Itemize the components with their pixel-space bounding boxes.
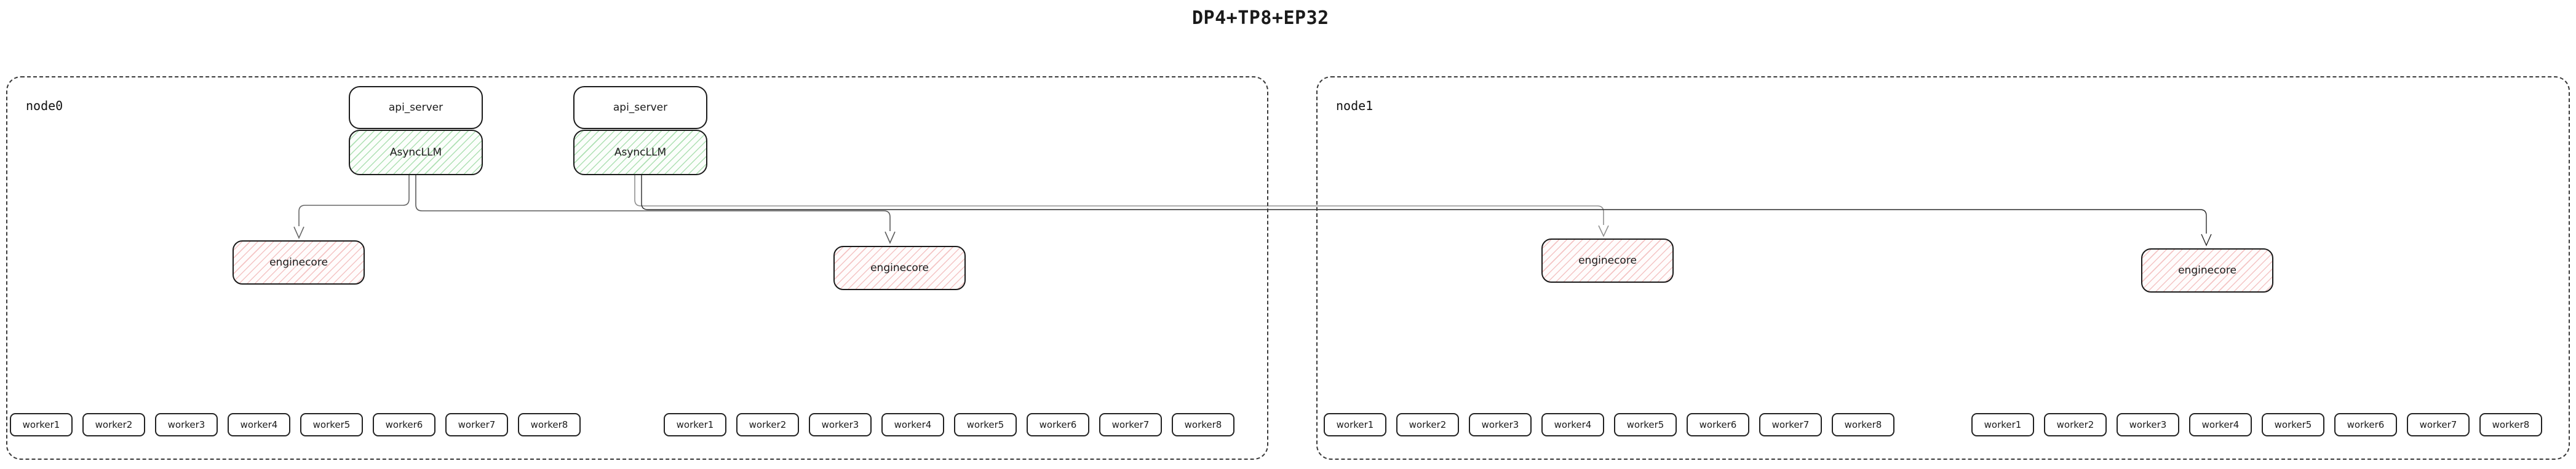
worker-label: worker1: [676, 419, 714, 430]
worker-box: worker1: [10, 413, 73, 436]
worker-box: worker2: [2044, 413, 2107, 436]
worker-label: worker7: [458, 419, 496, 430]
worker-label: worker6: [1039, 419, 1077, 430]
worker-label: worker4: [2201, 419, 2240, 430]
worker-row-4: worker1 worker2 worker3 worker4 worker5 …: [1971, 413, 2542, 436]
worker-label: worker6: [385, 419, 423, 430]
worker-label: worker2: [749, 419, 787, 430]
worker-box: worker2: [1396, 413, 1459, 436]
asyncllm-label: AsyncLLM: [614, 146, 667, 159]
worker-box: worker2: [82, 413, 145, 436]
asyncllm-box: AsyncLLM: [349, 130, 483, 175]
api-server-box: api_server: [349, 86, 483, 129]
worker-label: worker5: [966, 419, 1004, 430]
api-server-box: api_server: [573, 86, 707, 129]
worker-box: worker8: [518, 413, 581, 436]
worker-box: worker7: [1099, 413, 1162, 436]
node0-label: node0: [26, 98, 63, 113]
worker-box: worker7: [2407, 413, 2470, 436]
worker-label: worker4: [1554, 419, 1592, 430]
worker-box: worker3: [809, 413, 872, 436]
worker-label: worker7: [1111, 419, 1150, 430]
worker-row-2: worker1 worker2 worker3 worker4 worker5 …: [664, 413, 1234, 436]
worker-label: worker8: [1844, 419, 1882, 430]
worker-box: worker4: [2189, 413, 2252, 436]
worker-label: worker4: [894, 419, 932, 430]
worker-box: worker5: [1614, 413, 1677, 436]
worker-label: worker8: [530, 419, 568, 430]
enginecore-label: enginecore: [2178, 264, 2236, 277]
worker-box: worker1: [1971, 413, 2034, 436]
worker-box: worker6: [1687, 413, 1749, 436]
node0-container: node0 api_server AsyncLLM api_server Asy…: [6, 76, 1268, 460]
asyncllm-label: AsyncLLM: [389, 146, 442, 159]
enginecore-box: enginecore: [233, 240, 365, 285]
worker-label: worker8: [2492, 419, 2530, 430]
worker-box: worker8: [2479, 413, 2542, 436]
worker-box: worker5: [954, 413, 1017, 436]
worker-box: worker7: [1759, 413, 1822, 436]
enginecore-label: enginecore: [1578, 254, 1637, 267]
worker-box: worker4: [881, 413, 944, 436]
worker-label: worker7: [1771, 419, 1810, 430]
worker-box: worker6: [1027, 413, 1089, 436]
worker-label: worker1: [1984, 419, 2022, 430]
worker-label: worker3: [1481, 419, 1519, 430]
worker-label: worker2: [95, 419, 133, 430]
worker-box: worker7: [445, 413, 508, 436]
worker-box: worker4: [228, 413, 290, 436]
enginecore-label: enginecore: [870, 262, 929, 274]
worker-label: worker5: [312, 419, 351, 430]
worker-label: worker3: [2129, 419, 2167, 430]
worker-label: worker3: [167, 419, 205, 430]
worker-box: worker5: [300, 413, 363, 436]
enginecore-box: enginecore: [833, 246, 966, 290]
node1-label: node1: [1336, 98, 1373, 113]
enginecore-box: enginecore: [1541, 238, 1674, 283]
worker-label: worker7: [2419, 419, 2457, 430]
worker-label: worker5: [1626, 419, 1664, 430]
worker-box: worker2: [736, 413, 799, 436]
api-server-label: api_server: [613, 101, 668, 114]
worker-label: worker6: [1699, 419, 1737, 430]
worker-box: worker1: [664, 413, 726, 436]
worker-box: worker3: [1469, 413, 1532, 436]
worker-box: worker3: [2117, 413, 2179, 436]
worker-label: worker4: [240, 419, 278, 430]
page-title: DP4+TP8+EP32: [1192, 7, 1329, 29]
worker-label: worker2: [1409, 419, 1447, 430]
worker-label: worker8: [1184, 419, 1222, 430]
enginecore-label: enginecore: [269, 256, 328, 269]
worker-label: worker3: [821, 419, 859, 430]
worker-box: worker8: [1832, 413, 1894, 436]
enginecore-box: enginecore: [2141, 248, 2273, 293]
worker-label: worker1: [22, 419, 60, 430]
worker-box: worker6: [373, 413, 435, 436]
worker-box: worker4: [1541, 413, 1604, 436]
worker-label: worker5: [2274, 419, 2312, 430]
worker-label: worker1: [1336, 419, 1374, 430]
worker-box: worker8: [1172, 413, 1234, 436]
api-server-label: api_server: [388, 101, 443, 114]
worker-box: worker5: [2262, 413, 2324, 436]
worker-box: worker6: [2334, 413, 2397, 436]
worker-box: worker3: [155, 413, 218, 436]
worker-row-3: worker1 worker2 worker3 worker4 worker5 …: [1324, 413, 1894, 436]
worker-label: worker2: [2056, 419, 2094, 430]
worker-row-1: worker1 worker2 worker3 worker4 worker5 …: [10, 413, 581, 436]
node1-container: node1 enginecore enginecore worker1 work…: [1316, 76, 2570, 460]
worker-box: worker1: [1324, 413, 1386, 436]
asyncllm-box: AsyncLLM: [573, 130, 707, 175]
worker-label: worker6: [2347, 419, 2385, 430]
